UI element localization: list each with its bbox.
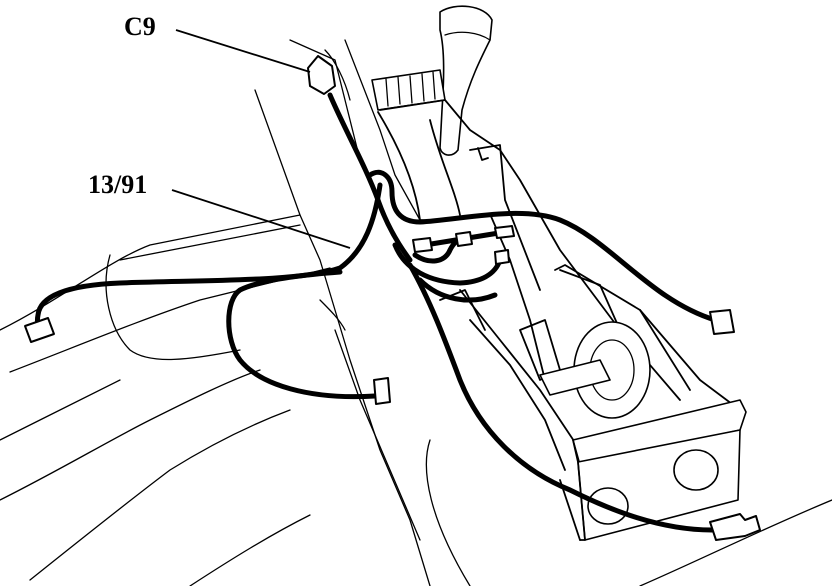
tunnel-side-walls — [254, 39, 431, 586]
connector-right — [709, 309, 735, 335]
callout-label-13-91: 13/91 — [88, 170, 148, 199]
callout-leaders — [171, 29, 351, 249]
connector-rear — [709, 513, 761, 541]
connector-switch-2 — [455, 231, 473, 247]
wiring-harness — [35, 92, 718, 533]
connector-left — [24, 317, 55, 343]
vent-grille — [371, 69, 446, 111]
connector-switch-4 — [494, 249, 510, 265]
connector-switch-1 — [412, 237, 433, 253]
console-bracket — [377, 99, 741, 501]
leader-1391 — [171, 189, 351, 249]
connector-c9 — [307, 55, 336, 95]
connectors — [24, 55, 761, 541]
connector-lower-left — [373, 377, 391, 405]
connector-switch-3 — [494, 225, 515, 239]
gear-shifter — [439, 5, 493, 156]
callout-label-c9: C9 — [124, 12, 156, 41]
floor-outline — [0, 214, 832, 586]
leader-c9 — [175, 29, 311, 73]
